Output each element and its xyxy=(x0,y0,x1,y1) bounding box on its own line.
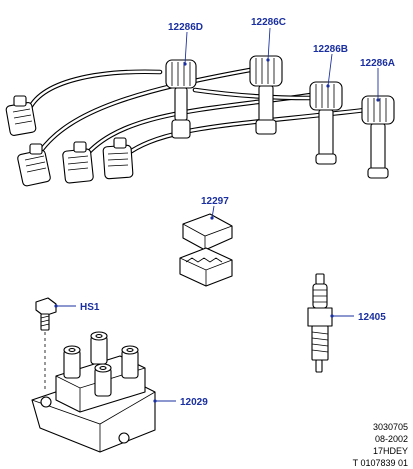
bolt xyxy=(35,297,57,390)
plug-end-boot-b xyxy=(309,81,343,165)
coil-end-boot-1 xyxy=(5,95,37,136)
ref-line-3: 17HDEY xyxy=(373,446,408,456)
coil-end-boot-3 xyxy=(62,141,94,184)
label-12297: 12297 xyxy=(201,196,229,207)
suppressor-clip xyxy=(179,213,233,287)
coil-tower-4 xyxy=(94,363,112,397)
ref-line-1: 3030705 xyxy=(373,422,408,432)
coil-end-boot-2 xyxy=(17,143,51,187)
plug-end-boot-c xyxy=(249,55,283,135)
label-12286d: 12286D xyxy=(168,22,203,33)
coil-tower-2 xyxy=(90,331,108,365)
leader-lines xyxy=(54,27,380,403)
ref-line-4: T 0107839 01 xyxy=(353,458,408,468)
label-hs1: HS1 xyxy=(80,302,100,313)
label-12286a: 12286A xyxy=(360,58,395,69)
label-12405: 12405 xyxy=(358,312,386,323)
label-12286c: 12286C xyxy=(251,17,286,28)
plug-end-boot-d xyxy=(165,59,197,139)
label-12029: 12029 xyxy=(180,397,208,408)
label-12286b: 12286B xyxy=(313,44,348,55)
ref-line-2: 08-2002 xyxy=(375,434,408,444)
reference-block: 3030705 08-2002 17HDEY T 0107839 01 xyxy=(353,422,408,468)
spark-plug xyxy=(307,273,333,373)
ht-lead-wires xyxy=(25,67,368,163)
coil-end-boot-4 xyxy=(102,137,134,180)
coil-tower-1 xyxy=(63,345,81,379)
plug-end-boot-a xyxy=(361,95,395,179)
coil-tower-3 xyxy=(121,345,139,379)
